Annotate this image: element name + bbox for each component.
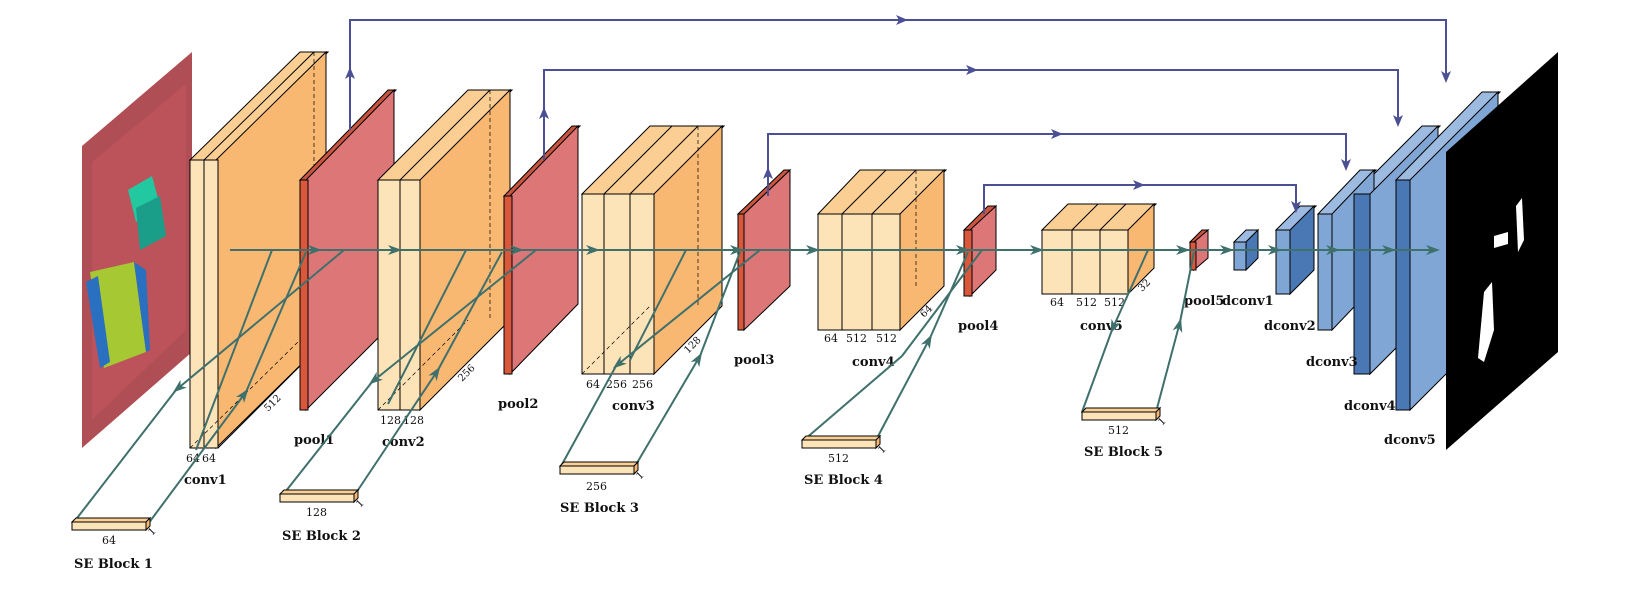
dconv1-label: dconv1 bbox=[1222, 294, 1274, 309]
se-block-2 bbox=[278, 488, 360, 504]
se-block-5 bbox=[1080, 406, 1162, 422]
conv4-label: conv4 bbox=[852, 355, 895, 370]
conv3-label: conv3 bbox=[612, 399, 655, 414]
se-block-2-label: SE Block 2 bbox=[282, 529, 361, 544]
conv4-ch1-label: 64 bbox=[824, 332, 838, 345]
se-block-3-depth: 1 bbox=[634, 470, 646, 482]
se-block-5-label: SE Block 5 bbox=[1084, 445, 1163, 460]
dconv3-block bbox=[1316, 125, 1442, 375]
conv5-block bbox=[1040, 202, 1158, 296]
conv3-ch2-label: 256 bbox=[606, 378, 627, 391]
conv3-ch1-label: 64 bbox=[586, 378, 600, 391]
se-block-2-depth: 1 bbox=[354, 498, 366, 510]
dconv4-label: dconv4 bbox=[1344, 399, 1396, 414]
conv1-ch1-label: 64 bbox=[186, 452, 200, 465]
se-block-2-channels: 128 bbox=[306, 506, 327, 519]
conv4-block bbox=[816, 168, 948, 332]
se-block-3-label: SE Block 3 bbox=[560, 501, 639, 516]
pool1-label: pool1 bbox=[294, 433, 334, 448]
input-image bbox=[82, 52, 192, 448]
pool4-label: pool4 bbox=[958, 319, 998, 334]
se-block-3 bbox=[558, 460, 640, 476]
dconv3-label: dconv3 bbox=[1306, 355, 1358, 370]
skip-arrow-1 bbox=[349, 19, 1451, 130]
conv4-ch2-label: 512 bbox=[846, 332, 867, 345]
conv4-ch3-label: 512 bbox=[876, 332, 897, 345]
conv5-ch1-label: 64 bbox=[1050, 296, 1064, 309]
pool3-label: pool3 bbox=[734, 353, 774, 368]
se-block-4-depth: 1 bbox=[876, 444, 888, 456]
se-block-4 bbox=[800, 434, 882, 450]
skip-connections bbox=[345, 15, 1451, 214]
se-block-4-channels: 512 bbox=[828, 452, 849, 465]
dconv2-label: dconv2 bbox=[1264, 319, 1316, 334]
se-block-1-depth: 1 bbox=[146, 526, 158, 538]
output-image bbox=[1446, 52, 1558, 450]
se-block-1-label: SE Block 1 bbox=[74, 557, 153, 572]
pool4-block bbox=[962, 204, 998, 298]
conv2-ch1-label: 128 bbox=[380, 414, 401, 427]
pool5-label: pool5 bbox=[1184, 294, 1224, 309]
conv5-ch3-label: 512 bbox=[1104, 296, 1125, 309]
conv3-ch3-label: 256 bbox=[632, 378, 653, 391]
se-links bbox=[73, 249, 1195, 525]
pool2-label: pool2 bbox=[498, 397, 538, 412]
dconv5-label: dconv5 bbox=[1384, 433, 1436, 448]
se-block-1-channels: 64 bbox=[102, 534, 116, 547]
se-block-4-label: SE Block 4 bbox=[804, 473, 883, 488]
conv2-ch2-label: 128 bbox=[403, 414, 424, 427]
se-block-5-channels: 512 bbox=[1108, 424, 1129, 437]
se-block-5-depth: 1 bbox=[1156, 416, 1168, 428]
conv1-label: conv1 bbox=[184, 473, 227, 488]
se-block-3-channels: 256 bbox=[586, 480, 607, 493]
conv2-label: conv2 bbox=[382, 435, 425, 450]
conv5-ch2-label: 512 bbox=[1076, 296, 1097, 309]
se-block-1 bbox=[70, 516, 152, 532]
conv1-ch2-label: 64 bbox=[202, 452, 216, 465]
